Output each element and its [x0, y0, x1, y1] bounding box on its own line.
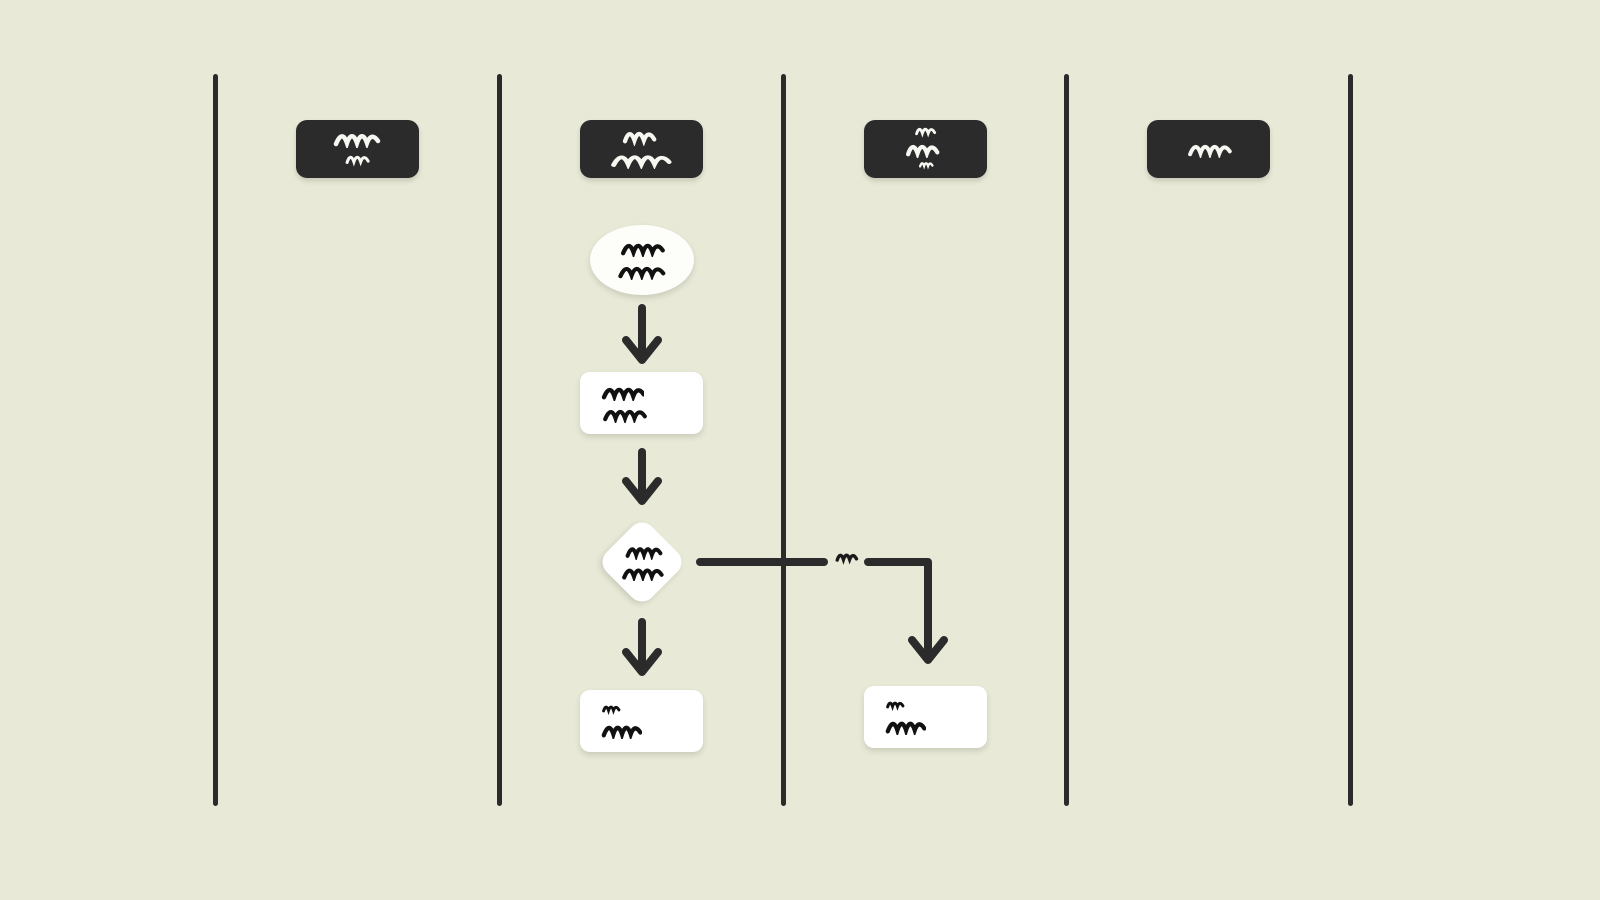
process-box-1[interactable]	[580, 372, 703, 434]
lane-divider-1	[213, 74, 218, 806]
lane-divider-4	[1064, 74, 1069, 806]
lane-divider-3	[781, 74, 786, 806]
scribble-line	[882, 718, 926, 735]
scribble-line	[598, 384, 644, 401]
scribble-line	[914, 127, 936, 135]
scribble-line	[918, 161, 934, 168]
lane-divider-2	[497, 74, 502, 806]
scribble-line	[612, 263, 672, 280]
lane-header-3[interactable]	[864, 120, 987, 178]
scribble-line	[598, 406, 652, 423]
scribble-line	[345, 155, 370, 164]
scribble-line	[621, 544, 663, 560]
process-box-3[interactable]	[864, 686, 987, 748]
scribble-line	[616, 565, 668, 581]
connector-branch-label-scribble	[835, 553, 859, 562]
scribble-line	[901, 142, 951, 158]
connector-start-to-process-1	[622, 304, 662, 364]
connector-decision-branch-right	[696, 558, 948, 664]
scribble-line	[1187, 144, 1232, 156]
connector-decision-to-process-2	[622, 618, 662, 676]
scribble-line	[598, 722, 642, 739]
lane-header-1[interactable]	[296, 120, 419, 178]
scribble-line	[618, 129, 666, 146]
scribble-line	[330, 130, 386, 148]
lane-header-4[interactable]	[1147, 120, 1270, 178]
decision-diamond-label	[598, 530, 686, 594]
scribble-line	[605, 151, 679, 169]
scribble-line	[886, 701, 905, 709]
lane-divider-5	[1348, 74, 1353, 806]
lane-header-2[interactable]	[580, 120, 703, 178]
start-event-ellipse[interactable]	[590, 225, 694, 295]
scribble-line	[602, 705, 621, 713]
connector-process-1-to-decision	[622, 448, 662, 505]
process-box-2[interactable]	[580, 690, 703, 752]
scribble-line	[617, 240, 667, 257]
